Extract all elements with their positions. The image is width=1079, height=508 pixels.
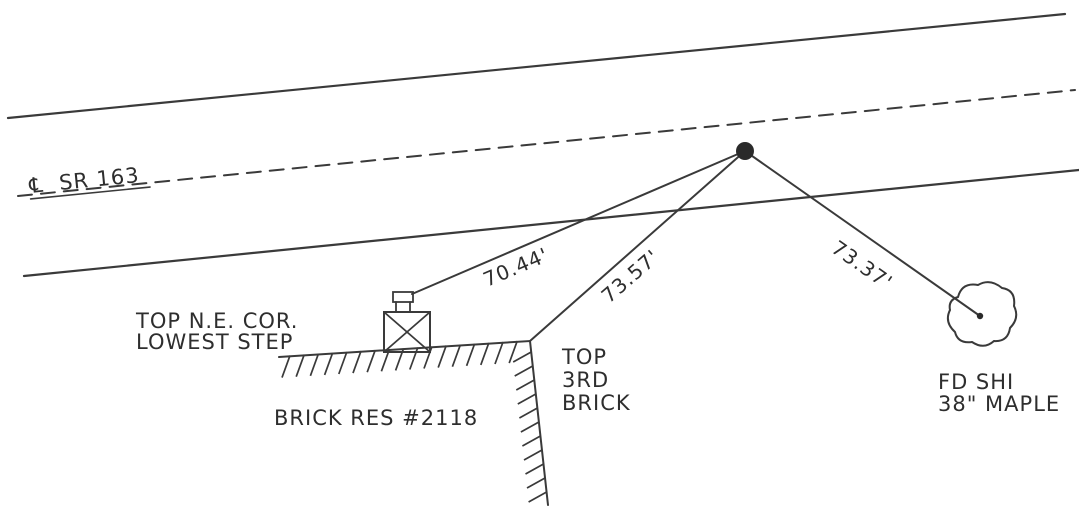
centerline-dashed — [17, 89, 1076, 197]
tree-label-line1: FD SHI — [938, 370, 1014, 394]
wall-hatch-mark — [515, 379, 535, 391]
tie-line-tree — [744, 150, 981, 317]
wall-hatch-mark — [281, 355, 291, 378]
wall-hatch-mark — [394, 348, 405, 371]
brick-label-line2: 3RD — [562, 368, 609, 392]
wall-hatch-mark — [494, 341, 504, 365]
wall-hatch-mark — [338, 351, 348, 375]
step-label-line2: LOWEST STEP — [136, 330, 293, 354]
wall-hatch-mark — [366, 349, 376, 373]
brick-label-line1: TOP — [561, 345, 607, 369]
building-wall-hatch-top — [281, 340, 518, 378]
wall-hatch-mark — [323, 352, 334, 376]
wall-hatch-mark — [423, 346, 433, 369]
step-box — [383, 311, 431, 353]
step-box-diagonal-b — [383, 311, 431, 353]
wall-hatch-mark — [352, 350, 362, 374]
wall-hatch-mark — [521, 435, 541, 447]
wall-hatch-mark — [295, 354, 305, 377]
wall-hatch-mark — [465, 343, 476, 367]
wall-hatch-mark — [437, 345, 447, 368]
tie-line-brick — [529, 150, 746, 342]
residence-label: BRICK RES #2118 — [274, 406, 478, 430]
wall-hatch-mark — [523, 449, 543, 461]
wall-hatch-mark — [518, 407, 538, 419]
brick-label-line3: BRICK — [562, 391, 631, 415]
building-wall-hatch-side — [512, 351, 548, 503]
tree-center-point — [976, 312, 984, 320]
wall-hatch-mark — [514, 365, 534, 377]
tie-distance-brick: 73.57' — [597, 245, 665, 308]
wall-hatch-mark — [526, 477, 546, 489]
wall-hatch-mark — [528, 491, 548, 503]
wall-hatch-mark — [380, 349, 391, 372]
wall-hatch-mark — [480, 342, 490, 366]
tree-label-line2: 38" MAPLE — [938, 392, 1060, 416]
row-line-north — [6, 12, 1067, 120]
tie-distance-tree: 73.37' — [827, 235, 897, 294]
centerline-symbol: ℄ — [27, 173, 45, 198]
tie-distance-tree-text: 73.37' — [827, 235, 897, 294]
step-cap — [392, 291, 414, 303]
wall-hatch-mark — [309, 353, 320, 377]
step-symbol — [383, 291, 431, 353]
wall-hatch-mark — [508, 340, 518, 364]
centerline-label-underline — [29, 186, 151, 200]
wall-hatch-mark — [520, 421, 540, 433]
centerline-route-label: SR 163 — [58, 163, 141, 195]
tie-line-step — [411, 150, 746, 295]
wall-hatch-mark — [451, 344, 462, 367]
row-line-south — [22, 168, 1079, 278]
wall-hatch-mark — [512, 351, 532, 363]
tie-distance-brick-text: 73.57' — [597, 245, 665, 308]
wall-hatch-mark — [409, 347, 419, 370]
step-label-line1: TOP N.E. COR. — [135, 309, 298, 333]
wall-hatch-mark — [517, 393, 537, 405]
tree-canopy-icon — [946, 281, 1018, 347]
wall-hatch-mark — [525, 463, 544, 475]
tree-symbol — [946, 281, 1018, 347]
reference-point-marker — [736, 142, 754, 160]
